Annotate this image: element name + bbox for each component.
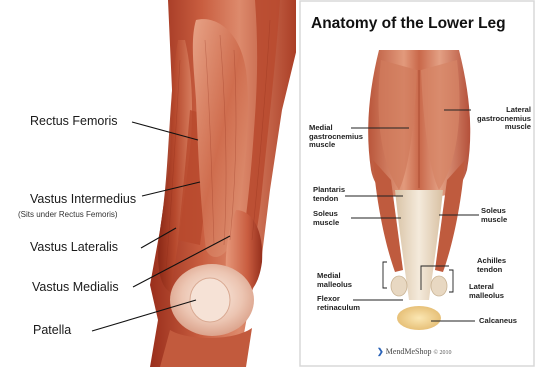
credit-name: MendMeShop	[386, 347, 432, 356]
credit-line: ❯MendMeShop© 2010	[377, 347, 452, 356]
label-soleus-left: Soleus muscle	[313, 210, 339, 227]
label-medial-malleolus: Medial malleolus	[317, 272, 352, 289]
medial-malleolus-shape	[391, 276, 407, 296]
label-patella: Patella	[33, 323, 71, 337]
label-flexor-retinaculum: Flexor retinaculum	[317, 295, 360, 312]
thigh-illustration	[0, 0, 299, 367]
label-calcaneus: Calcaneus	[479, 317, 517, 326]
label-vastus-medialis: Vastus Medialis	[32, 280, 119, 294]
calcaneus-shape	[397, 306, 441, 330]
label-medial-gastrocnemius: Medial gastrocnemius muscle	[309, 124, 363, 150]
label-soleus-right: Soleus muscle	[481, 207, 507, 224]
credit-year: © 2010	[433, 350, 451, 356]
label-vastus-lateralis: Vastus Lateralis	[30, 240, 118, 254]
label-lateral-gastrocnemius: Lateral gastrocnemius muscle	[465, 106, 531, 132]
lower-leg-panel: Anatomy of the Lower Leg Medial gastrocn…	[299, 0, 535, 367]
label-lateral-malleolus: Lateral malleolus	[469, 283, 504, 300]
right-title: Anatomy of the Lower Leg	[311, 15, 506, 33]
label-vastus-intermedius-note: (Sits under Rectus Femoris)	[18, 210, 118, 219]
lateral-malleolus-shape	[431, 276, 447, 296]
label-vastus-intermedius: Vastus Intermedius	[30, 192, 136, 206]
label-rectus-femoris: Rectus Femoris	[30, 114, 118, 128]
logo-mark-icon: ❯	[377, 347, 384, 356]
thigh-panel: Rectus Femoris Vastus Intermedius (Sits …	[0, 0, 299, 367]
label-achilles-tendon: Achilles tendon	[477, 257, 506, 274]
label-plantaris-tendon: Plantaris tendon	[313, 186, 345, 203]
